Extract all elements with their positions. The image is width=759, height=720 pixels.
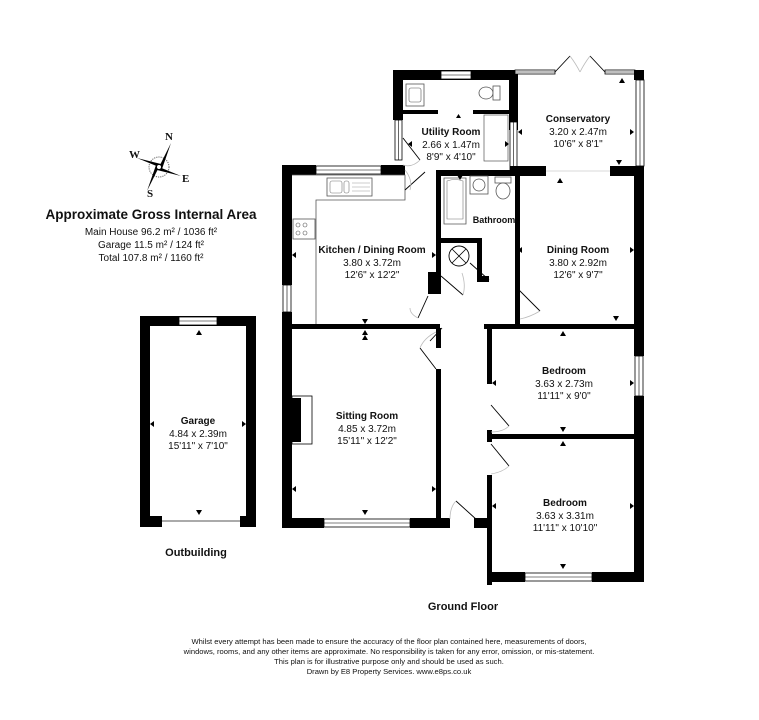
disclaimer-line: windows, rooms, and any other items are … <box>183 646 595 656</box>
room-garage: Garage 4.84 x 2.39m 15'11" x 7'10" <box>168 416 228 454</box>
compass-east-label: E <box>182 173 190 185</box>
room-utility: Utility Room 2.66 x 1.47m 8'9" x 4'10" <box>422 127 481 165</box>
garage-walls <box>140 316 256 527</box>
room-name: Conservatory <box>545 114 611 125</box>
room-imperial: 15'11" x 7'10" <box>168 441 228 452</box>
room-imperial: 11'11" x 9'0" <box>537 391 591 402</box>
area-total: Total 107.8 m² / 1160 ft² <box>98 252 204 264</box>
room-metric: 3.80 x 3.72m <box>343 257 401 269</box>
area-summary: Main House 96.2 m² / 1036 ft² Garage 11.… <box>85 227 217 265</box>
compass-north-label: N <box>165 131 173 143</box>
room-name: Sitting Room <box>335 411 399 422</box>
compass-west-label: W <box>129 149 140 161</box>
room-bathroom: Bathroom <box>473 215 516 226</box>
area-garage: Garage 11.5 m² / 124 ft² <box>98 239 204 251</box>
compass-south-label: S <box>147 188 154 200</box>
ground-floor-label: Ground Floor <box>427 601 499 613</box>
room-sitting: Sitting Room 4.85 x 3.72m 15'11" x 12'2" <box>336 411 398 449</box>
main-house-walls <box>282 55 645 585</box>
room-imperial: 12'6" x 9'7" <box>553 270 603 281</box>
room-imperial: 10'6" x 8'1" <box>553 139 603 150</box>
room-name: Dining Room <box>546 245 610 256</box>
room-name: Bathroom <box>472 215 516 225</box>
room-imperial: 11'11" x 10'10" <box>532 523 598 534</box>
area-summary-title: Approximate Gross Internal Area <box>45 207 257 222</box>
room-metric: 3.63 x 3.31m <box>536 510 594 522</box>
room-imperial: 15'11" x 12'2" <box>337 436 397 447</box>
credit-line: Drawn by E8 Property Services. www.e8ps.… <box>306 666 472 676</box>
room-metric: 3.20 x 2.47m <box>549 126 607 138</box>
room-kitchen-dining: Kitchen / Dining Room 3.80 x 3.72m 12'6"… <box>318 245 425 283</box>
room-dining: Dining Room 3.80 x 2.92m 12'6" x 9'7" <box>547 245 609 283</box>
room-metric: 4.84 x 2.39m <box>169 428 227 440</box>
room-metric: 3.63 x 2.73m <box>535 378 593 390</box>
room-name: Utility Room <box>421 127 481 138</box>
disclaimer: Whilst every attempt has been made to en… <box>184 637 595 676</box>
room-metric: 4.85 x 3.72m <box>338 423 396 435</box>
disclaimer-line: Whilst every attempt has been made to en… <box>191 637 587 646</box>
room-metric: 2.66 x 1.47m <box>422 139 480 151</box>
room-name: Bedroom <box>542 366 586 377</box>
outbuilding-label: Outbuilding <box>165 547 227 559</box>
room-bedroom-2: Bedroom 3.63 x 3.31m 11'11" x 10'10" <box>533 498 597 536</box>
room-name: Garage <box>180 416 216 427</box>
room-imperial: 8'9" x 4'10" <box>426 152 476 163</box>
compass: N W E S <box>125 131 195 200</box>
disclaimer-line: This plan is for illustrative purpose on… <box>274 656 504 666</box>
room-name: Kitchen / Dining Room <box>318 245 426 256</box>
room-imperial: 12'6" x 12'2" <box>344 270 400 281</box>
area-main-house: Main House 96.2 m² / 1036 ft² <box>84 227 218 238</box>
room-metric: 3.80 x 2.92m <box>549 257 607 269</box>
room-name: Bedroom <box>543 498 587 509</box>
room-bedroom-1: Bedroom 3.63 x 2.73m 11'11" x 9'0" <box>535 366 593 404</box>
room-conservatory: Conservatory 3.20 x 2.47m 10'6" x 8'1" <box>546 114 610 152</box>
compass-rose-icon <box>137 143 181 191</box>
